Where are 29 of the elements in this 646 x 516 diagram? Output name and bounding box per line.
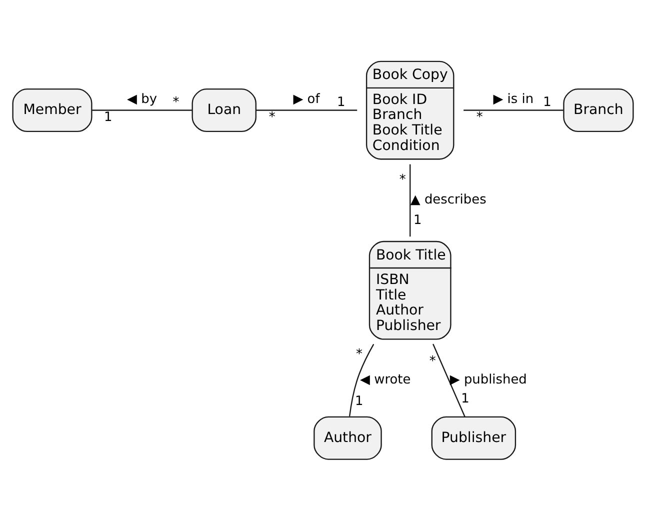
edge-label: ◀ wrote [360, 372, 411, 388]
node-box: Member [12, 88, 92, 132]
connector [464, 110, 564, 111]
edge-label: ▶ published [450, 372, 527, 388]
label: * [172, 95, 180, 110]
connector [348, 344, 374, 416]
label: * [476, 110, 483, 126]
edge-label: ▶ of [293, 92, 320, 107]
label: 1 [336, 95, 346, 110]
label: * [356, 346, 363, 362]
connector [256, 110, 358, 111]
node-box: Loan [192, 88, 256, 132]
label: 1 [461, 391, 470, 406]
label: * [429, 354, 436, 369]
edge-label: ◀ by [127, 92, 157, 107]
node-box: Author [314, 416, 382, 460]
label: 1 [104, 110, 112, 126]
label: 1 [354, 394, 364, 409]
label: 1 [413, 212, 422, 228]
label: * [399, 172, 406, 188]
label: 1 [543, 95, 552, 110]
label: * [268, 110, 276, 126]
node-box: Branch [563, 88, 634, 132]
edge-label: ▶ is in [493, 92, 534, 107]
connector [432, 344, 466, 417]
edge-label: ▲ describes [410, 192, 486, 208]
node-box: Publisher [431, 416, 516, 460]
connector [410, 164, 411, 237]
connector [92, 110, 192, 111]
